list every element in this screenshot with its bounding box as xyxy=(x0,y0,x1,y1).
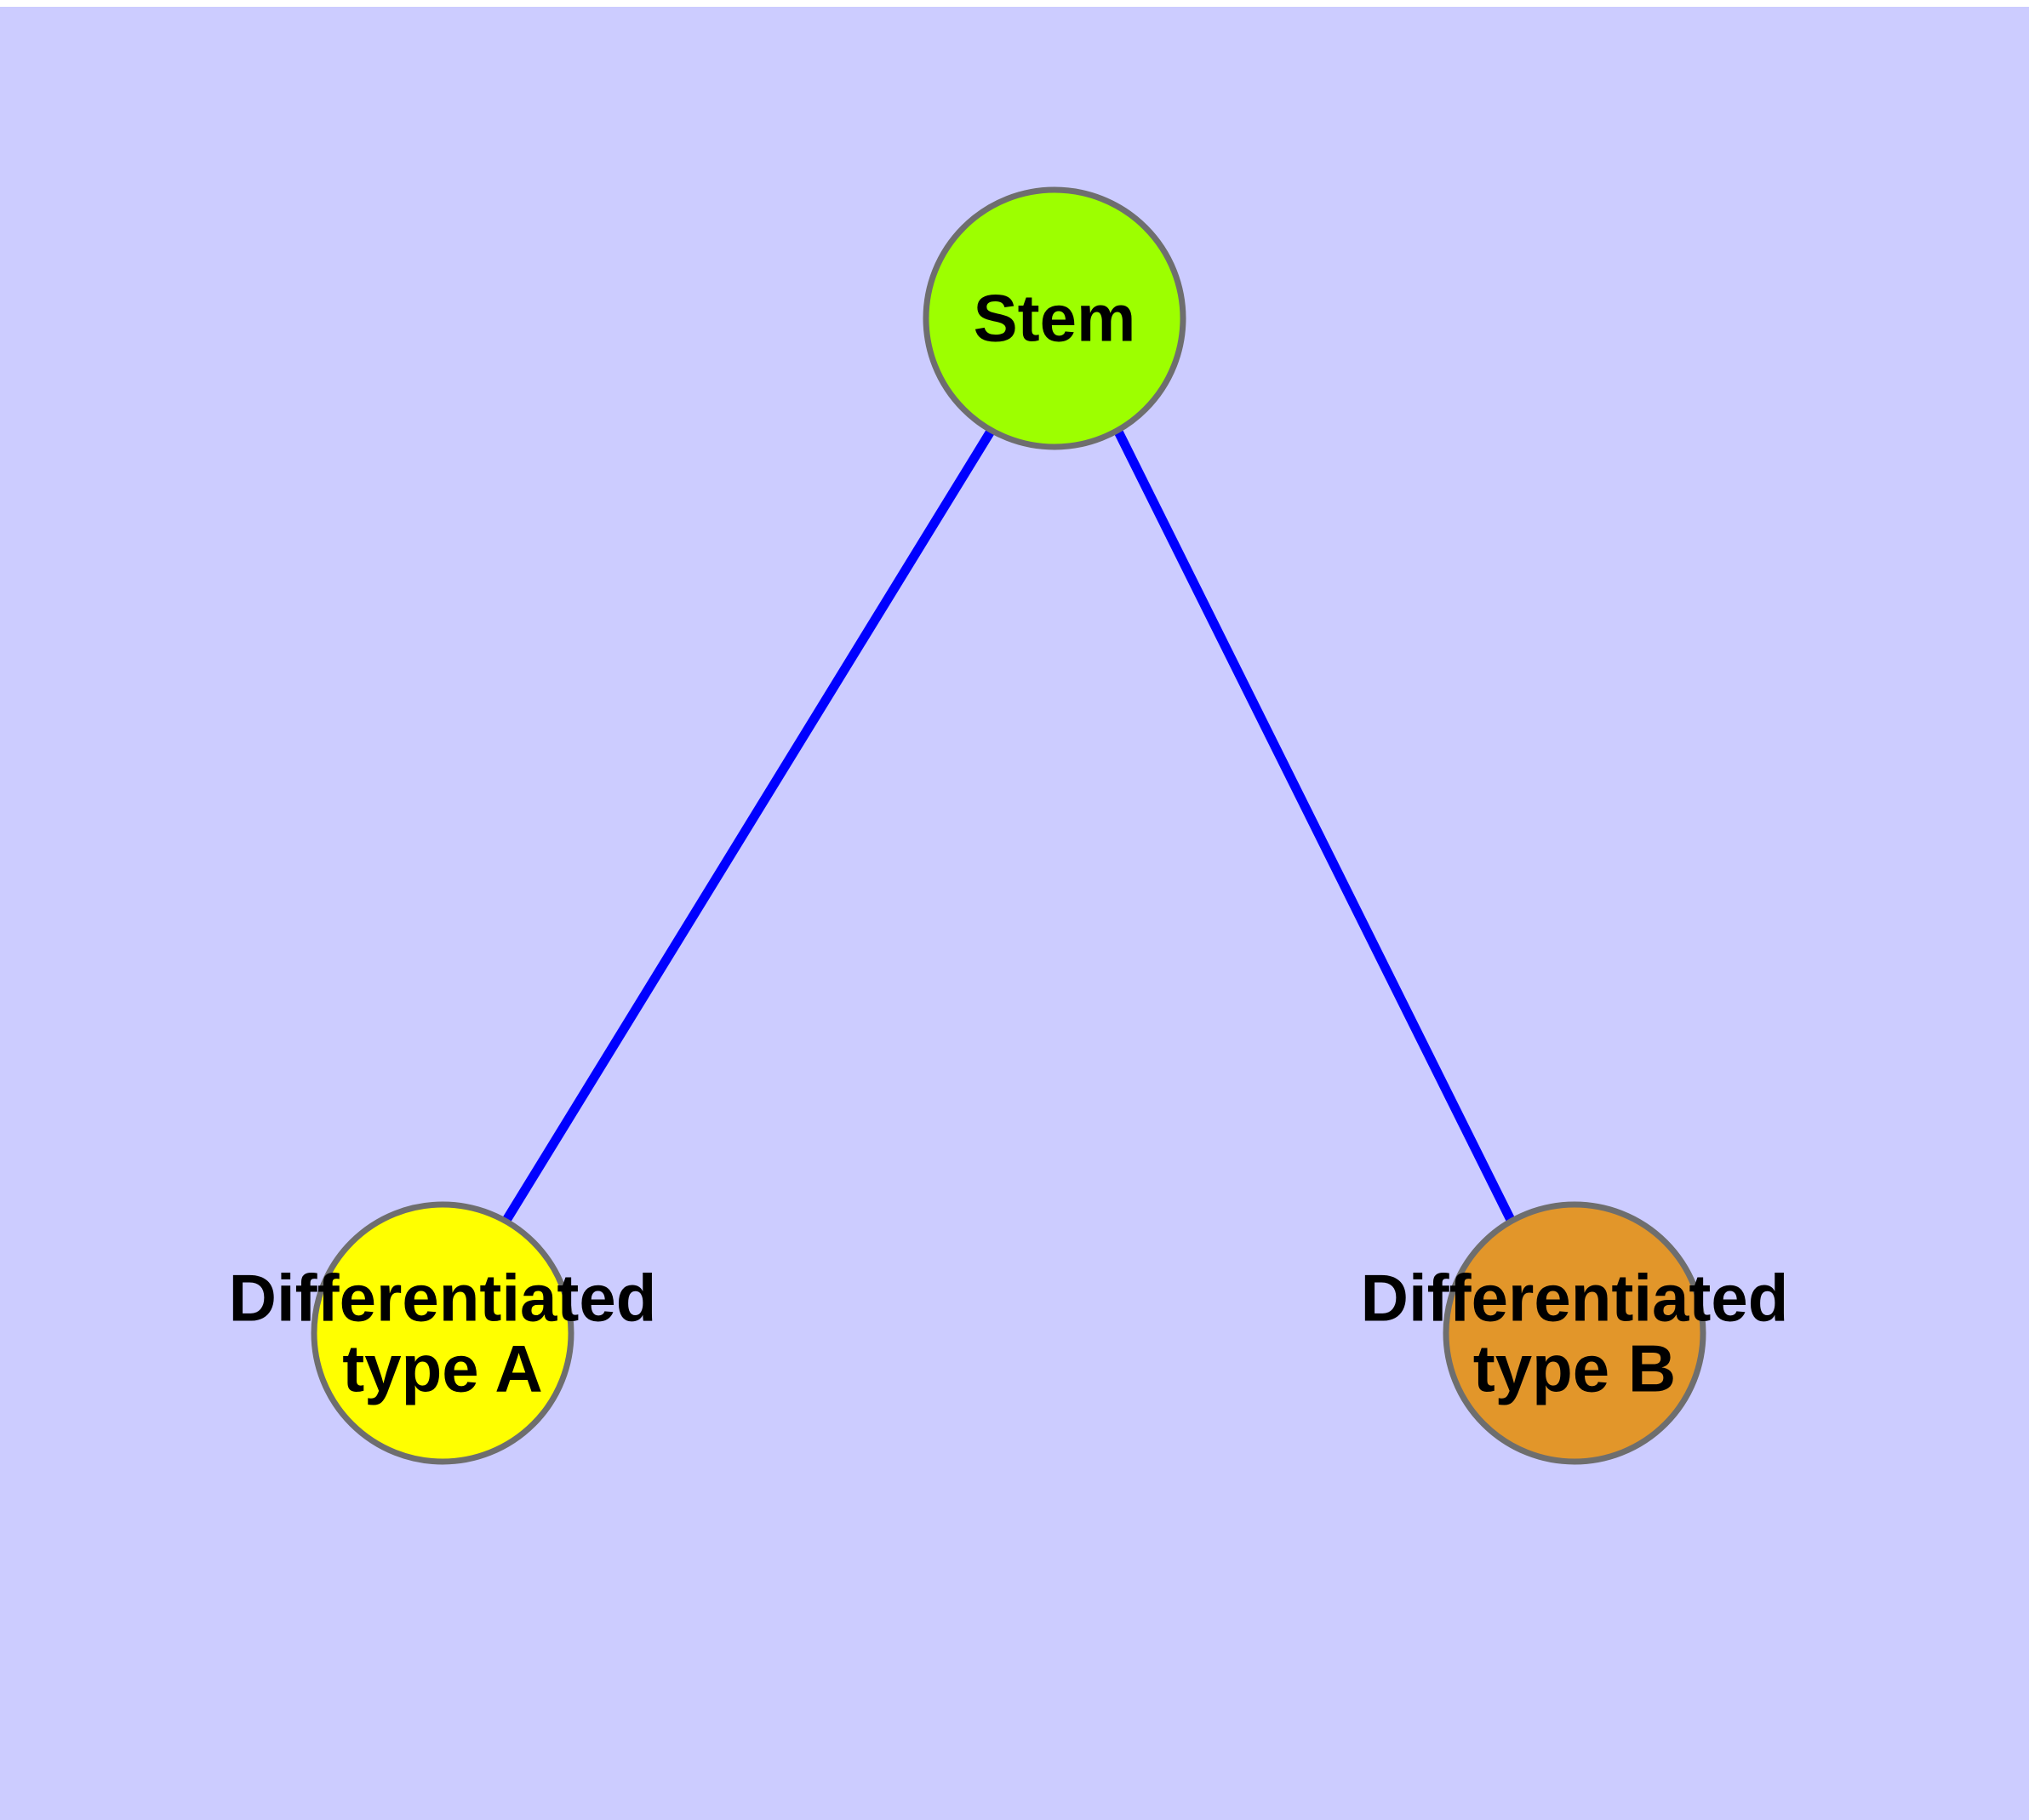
edge-stem-to-differentiated-type-b[interactable] xyxy=(1113,427,1516,1224)
node-differentiated-type-a[interactable] xyxy=(311,1201,574,1465)
node-differentiated-type-b[interactable] xyxy=(1443,1201,1706,1465)
node-stem[interactable] xyxy=(923,186,1186,450)
edge-stem-to-differentiated-type-a[interactable] xyxy=(501,427,996,1224)
edge-layer xyxy=(501,427,1516,1224)
node-layer xyxy=(311,186,1706,1465)
